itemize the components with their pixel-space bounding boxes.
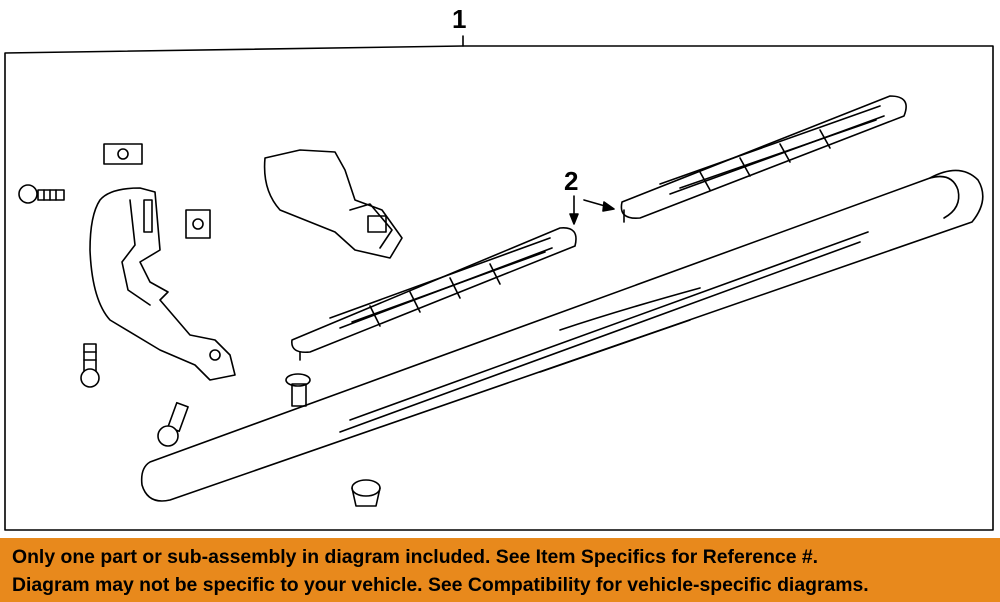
disclaimer-line-1: Only one part or sub-assembly in diagram…: [12, 546, 819, 568]
bolt-upper-left: [18, 184, 65, 204]
clip-nut-middle: [185, 209, 211, 239]
step-pad-rear: [620, 95, 907, 223]
callout-2-label: 2: [564, 166, 579, 196]
rear-cover: [263, 149, 403, 259]
push-clip: [285, 373, 311, 407]
plug: [351, 479, 381, 507]
step-pad-front: [291, 227, 577, 361]
bolt-lower-left: [80, 343, 100, 388]
running-board: [140, 169, 984, 502]
callout-1-label: 1: [452, 4, 467, 34]
parts-diagram: [4, 35, 994, 531]
clip-nut-top: [103, 143, 143, 165]
front-bracket: [89, 187, 236, 381]
disclaimer-line-2: Diagram may not be specific to your vehi…: [12, 574, 869, 596]
diagram-frame: [4, 35, 994, 531]
callout-2-leader: [569, 195, 615, 225]
disclaimer-banner: Only one part or sub-assembly in diagram…: [0, 538, 1000, 602]
bolt-bottom: [157, 401, 189, 447]
